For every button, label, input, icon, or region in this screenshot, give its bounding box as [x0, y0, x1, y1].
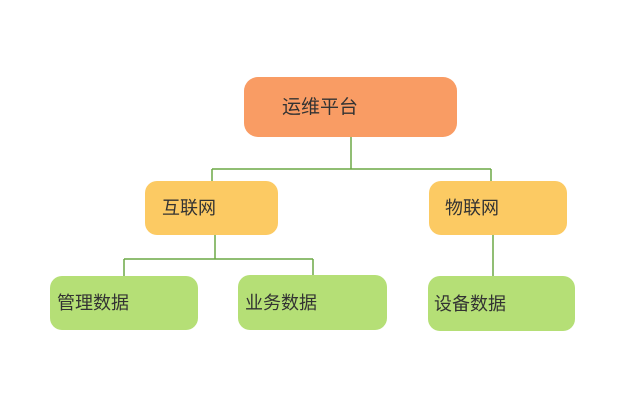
node-iot-label: 物联网	[445, 198, 499, 218]
node-iot: 物联网	[429, 181, 567, 235]
node-internet-label: 互联网	[162, 198, 216, 218]
node-ops-platform: 运维平台	[244, 77, 457, 137]
node-business-data: 业务数据	[238, 275, 387, 330]
node-internet: 互联网	[145, 181, 278, 235]
node-business-data-label: 业务数据	[245, 292, 317, 313]
node-ops-platform-label: 运维平台	[282, 96, 359, 118]
node-device-data: 设备数据	[428, 276, 575, 331]
node-management-data: 管理数据	[50, 276, 198, 330]
node-device-data-label: 设备数据	[434, 293, 506, 314]
node-management-data-label: 管理数据	[57, 293, 129, 313]
